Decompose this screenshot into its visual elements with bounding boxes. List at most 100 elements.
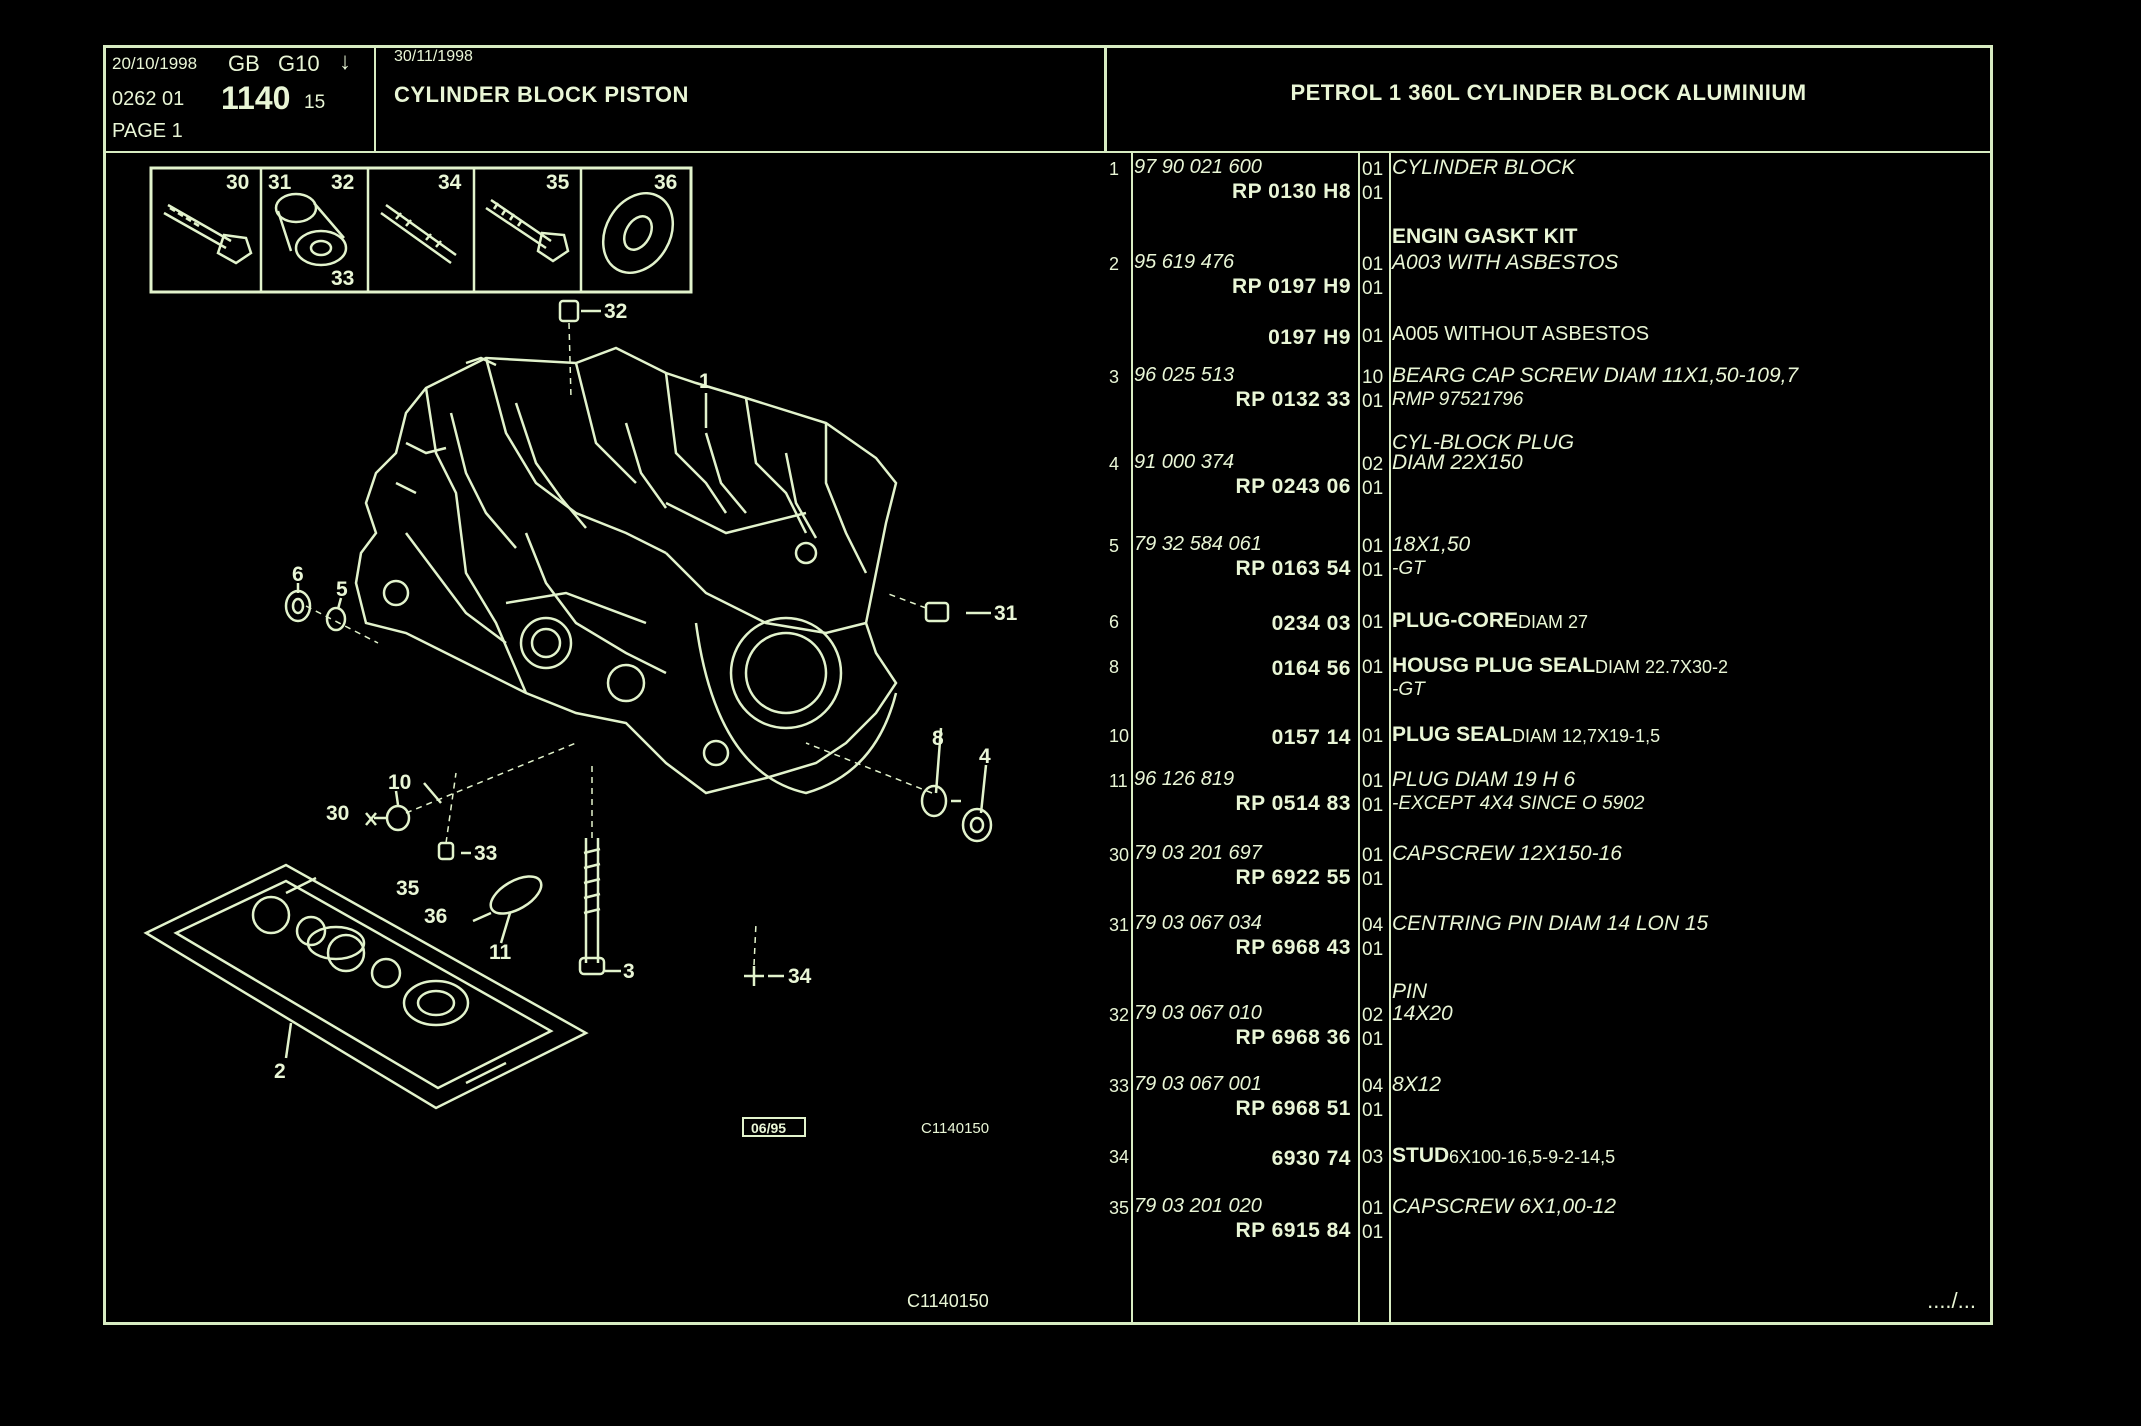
header-region: GB xyxy=(228,51,260,76)
column-divider xyxy=(1389,153,1391,1322)
rp-number: RP 6915 84 xyxy=(1235,1219,1351,1242)
rp-number: 0164 56 xyxy=(1271,657,1351,680)
quantity: 01 xyxy=(1362,183,1384,204)
inset-label: 36 xyxy=(654,171,677,194)
item-number: 10 xyxy=(1109,726,1130,746)
dowel-icon xyxy=(274,192,348,267)
reference-number: 79 03 067 001 xyxy=(1134,1073,1262,1095)
quantity: 04 xyxy=(1362,915,1384,936)
rp-number: RP 0243 06 xyxy=(1235,475,1351,498)
part-description: CAPSCREW 6X1,00-12 xyxy=(1392,1195,1617,1218)
quantity: 04 xyxy=(1362,1076,1384,1097)
callout-label: 2 xyxy=(274,1060,286,1083)
quantity: 01 xyxy=(1362,560,1384,581)
part-dimension: DIAM 12,7X19-1,5 xyxy=(1512,726,1661,746)
revision-stamp: 06/95 xyxy=(751,1120,786,1136)
part-description: BEARG CAP SCREW DIAM 11X1,50-109,7 xyxy=(1392,364,1799,387)
part-description-line2: RMP 97521796 xyxy=(1392,389,1524,410)
reference-number: 96 025 513 xyxy=(1134,364,1235,386)
quantity: 01 xyxy=(1362,1100,1384,1121)
plug-8 xyxy=(920,784,948,818)
screw-icon xyxy=(485,198,570,263)
reference-number: 96 126 819 xyxy=(1134,768,1235,790)
callout-label: 8 xyxy=(932,727,944,750)
part-description-line2: -EXCEPT 4X4 SINCE O 5902 xyxy=(1392,793,1645,814)
quantity: 01 xyxy=(1362,391,1384,412)
part-description: PLUG-CORE xyxy=(1392,609,1518,632)
pin-33 xyxy=(437,841,455,861)
item-number: 30 xyxy=(1109,845,1130,865)
inset-label: 33 xyxy=(331,267,354,290)
diagram-footer-code: C1140150 xyxy=(907,1291,989,1311)
part-description: ENGIN GASKT KIT xyxy=(1392,225,1578,248)
callout-label: 31 xyxy=(994,602,1018,625)
part-dimension: 6X100-16,5-9-2-14,5 xyxy=(1449,1147,1616,1167)
inset-label: 32 xyxy=(331,171,354,194)
rp-number: 0157 14 xyxy=(1271,726,1351,749)
rp-number: RP 0130 H8 xyxy=(1231,180,1351,203)
callout-label: 33 xyxy=(474,842,497,865)
item-number: 32 xyxy=(1109,1005,1130,1025)
header-page: PAGE 1 xyxy=(112,120,183,142)
item-number: 2 xyxy=(1109,254,1120,274)
item-number: 3 xyxy=(1109,367,1120,387)
part-description: 14X20 xyxy=(1392,1002,1453,1025)
callout-label: 5 xyxy=(336,578,348,601)
callout-label: 6 xyxy=(292,563,304,586)
diagram-code: C1140150 xyxy=(921,1120,989,1137)
item-number: 6 xyxy=(1109,612,1120,632)
quantity: 01 xyxy=(1362,795,1384,816)
reference-number: 79 03 201 020 xyxy=(1134,1195,1262,1217)
rp-number: RP 0514 83 xyxy=(1235,792,1351,815)
item-number: 35 xyxy=(1109,1198,1130,1218)
quantity: 01 xyxy=(1362,869,1384,890)
quantity: 01 xyxy=(1362,278,1384,299)
quantity: 01 xyxy=(1362,478,1384,499)
callout-label: 1 xyxy=(699,370,711,393)
quantity: 01 xyxy=(1362,657,1384,678)
callout-label: 10 xyxy=(388,771,411,794)
continued-marker: ..../... xyxy=(1927,1288,1976,1313)
callout-label: 4 xyxy=(979,745,991,768)
callout-label: 11 xyxy=(489,941,512,964)
parts-catalog-sheet: 20/10/1998 GB G10 ↓ 0262 01 1140 15 PAGE… xyxy=(103,45,1993,1325)
callout-label: 35 xyxy=(396,877,420,900)
quantity: 01 xyxy=(1362,254,1384,275)
rp-number: 0197 H9 xyxy=(1268,326,1351,349)
page-title: PETROL 1 360L CYLINDER BLOCK ALUMINIUM xyxy=(1290,80,1807,105)
quantity: 03 xyxy=(1362,1147,1384,1168)
callout-label: 36 xyxy=(424,905,447,928)
item-number: 11 xyxy=(1109,771,1128,791)
item-number: 31 xyxy=(1109,915,1130,935)
part-description: A005 WITHOUT ASBESTOS xyxy=(1392,323,1650,345)
quantity: 01 xyxy=(1362,1029,1384,1050)
quantity: 01 xyxy=(1362,771,1384,792)
stud-3 xyxy=(578,838,606,976)
header-title-box: PETROL 1 360L CYLINDER BLOCK ALUMINIUM xyxy=(1104,48,1990,153)
washer-icon xyxy=(601,192,675,274)
header-number: 1140 xyxy=(221,80,291,116)
callout-label: 32 xyxy=(604,300,627,323)
part-description: HOUSG PLUG SEAL xyxy=(1392,654,1596,677)
reference-number: 79 03 201 697 xyxy=(1134,842,1262,864)
part-description: CYLINDER BLOCK xyxy=(1392,156,1576,179)
inset-label: 35 xyxy=(546,171,570,194)
quantity: 01 xyxy=(1362,326,1384,347)
item-number: 34 xyxy=(1109,1147,1130,1167)
plug-11 xyxy=(489,875,543,915)
column-divider xyxy=(1358,153,1360,1322)
item-number: 8 xyxy=(1109,657,1120,677)
section-title: CYLINDER BLOCK PISTON xyxy=(394,82,689,107)
header-reference-box: 20/10/1998 GB G10 ↓ 0262 01 1140 15 PAGE… xyxy=(106,48,376,153)
part-dimension: DIAM 22.7X30-2 xyxy=(1595,657,1729,677)
part-description: CENTRING PIN DIAM 14 LON 15 xyxy=(1392,912,1709,935)
reference-number: 79 03 067 010 xyxy=(1134,1002,1262,1024)
inset-label: 31 xyxy=(268,171,292,194)
quantity: 01 xyxy=(1362,159,1384,180)
item-number: 33 xyxy=(1109,1076,1130,1096)
plug-5 xyxy=(325,606,347,632)
reference-number: 79 03 067 034 xyxy=(1134,912,1262,934)
header-code: 0262 01 xyxy=(112,88,185,110)
quantity: 01 xyxy=(1362,1222,1384,1243)
bolt-icon xyxy=(163,203,253,265)
